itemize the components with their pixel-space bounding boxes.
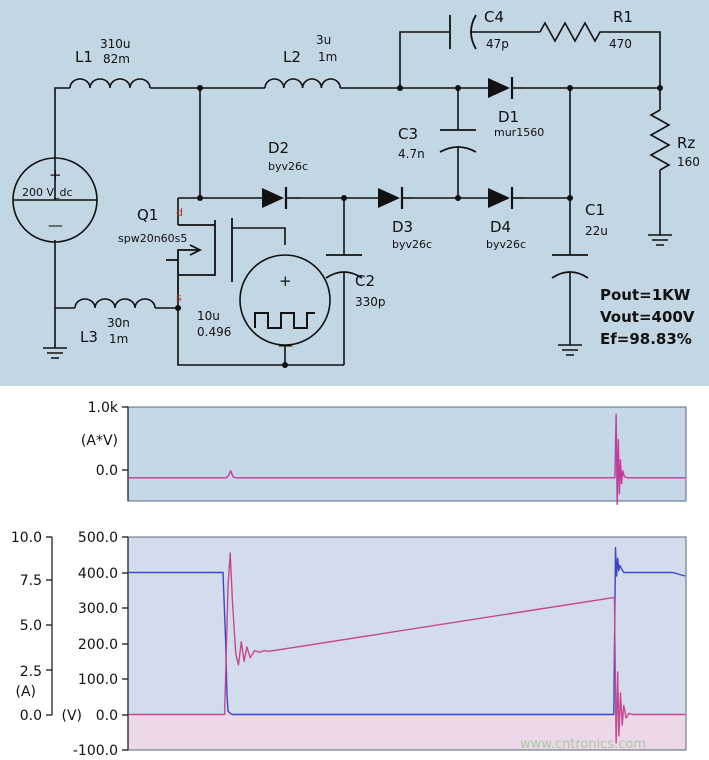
current-axis-label: (A) [15,684,36,700]
Rz-name: Rz [677,134,695,152]
D1-part: mur1560 [494,126,544,139]
D4-name: D4 [490,218,511,236]
chart-vi: 10.0 7.5 5.0 2.5 (A) 0.0 500.0 400.0 300… [11,530,687,759]
power-y-axis [122,406,129,501]
pulse-value2: 0.496 [197,325,231,339]
capacitor-C2-symbol [325,254,363,279]
dc-source-symbol [12,157,98,243]
Q1-name: Q1 [137,206,158,224]
current-tick-0: 0.0 [20,708,42,724]
L2-value: 3u [316,33,331,47]
current-tick-5: 5.0 [20,618,42,634]
L2-name: L2 [283,48,301,66]
D4-part: byv26c [486,238,526,251]
result-vout: Vout=400V [600,308,695,326]
vi-left-axis [46,536,53,716]
C3-value: 4.7n [398,147,425,161]
power-plot-area [127,406,687,502]
D2-part: byv26c [268,160,308,173]
C2-value: 330p [355,295,386,309]
result-ef: Ef=98.83% [600,330,692,348]
L1-value2: 82m [103,52,130,66]
resistor-R1-symbol [539,21,605,43]
L1-name: L1 [75,48,93,66]
wires [54,31,661,366]
mosfet-Q1-symbol [166,218,233,300]
voltage-tick-100: 100.0 [78,672,118,688]
diode-D4-symbol [488,187,524,209]
source-minus: — [48,216,63,234]
schematic-background [0,0,709,386]
voltage-tick-300: 300.0 [78,601,118,617]
power-series-group [129,413,685,506]
voltage-tick-200: 200.0 [78,637,118,653]
junctions [175,85,663,368]
L3-name: L3 [80,328,98,346]
diode-D2-symbol [262,187,300,209]
current-tick-2.5: 2.5 [20,664,42,680]
current-tick-7.5: 7.5 [20,573,42,589]
power-series-1-line [129,413,685,506]
vi-right-axis [122,536,129,751]
L1-value: 310u [100,37,131,51]
C2-name: C2 [355,272,375,290]
Rz-value: 160 [677,155,700,169]
L2-value2: 1m [318,50,337,64]
voltage-tick-500: 500.0 [78,530,118,546]
voltage-tick-neg100: -100.0 [73,743,118,759]
current-tick-10: 10.0 [11,530,42,546]
inductor-L1-symbol [69,78,151,89]
D2-name: D2 [268,139,289,157]
R1-value: 470 [609,37,632,51]
Q1-drain-pin: d [176,206,183,219]
D1-name: D1 [498,108,519,126]
result-pout: Pout=1KW [600,286,691,304]
voltage-axis-label: (V) [61,708,82,724]
power-ytick-0: 0.0 [96,463,118,479]
power-ytick-1k: 1.0k [88,400,119,416]
vi-series-group [129,546,686,744]
D3-part: byv26c [392,238,432,251]
chart-power: 1.0k (A*V) 0.0 [81,400,687,506]
voltage-tick-400: 400.0 [78,566,118,582]
diode-D1-symbol [488,77,524,99]
schematic-panel: L1 310u 82m L2 3u 1m C4 47p R1 470 D1 mu… [0,0,709,386]
Q1-part: spw20n60s5 [118,232,187,245]
source-label: 200 V_dc [22,186,73,199]
vi-plot-area-lower [128,715,686,750]
capacitor-C4-symbol [449,14,477,50]
power-ylabel: (A*V) [81,433,118,449]
C1-value: 22u [585,224,608,238]
inductor-L3-symbol [74,298,156,309]
source-plus: + [49,166,62,184]
watermark: www.cntronics.com [520,737,646,752]
voltage-tick-0: 0.0 [96,708,118,724]
L3-value2: 1m [109,332,128,346]
capacitor-C1-symbol [551,254,589,279]
pulse-plus: + [279,272,292,290]
pulse-value: 10u [197,309,220,323]
resistor-Rz-symbol [649,109,671,171]
D3-name: D3 [392,218,413,236]
vi-series-2-line [129,552,685,744]
R1-name: R1 [613,8,633,26]
capacitor-C3-symbol [439,129,477,153]
C4-name: C4 [484,8,504,26]
inductor-L2-symbol [264,78,341,89]
C1-name: C1 [585,201,605,219]
C3-name: C3 [398,125,418,143]
C4-value: 47p [486,37,509,51]
diode-D3-symbol [378,187,414,209]
ground-symbols [43,234,672,359]
pulse-minus: — [278,336,293,354]
pulse-source-symbol [239,254,331,346]
L3-value: 30n [107,316,130,330]
Q1-source-pin: s [176,291,182,304]
